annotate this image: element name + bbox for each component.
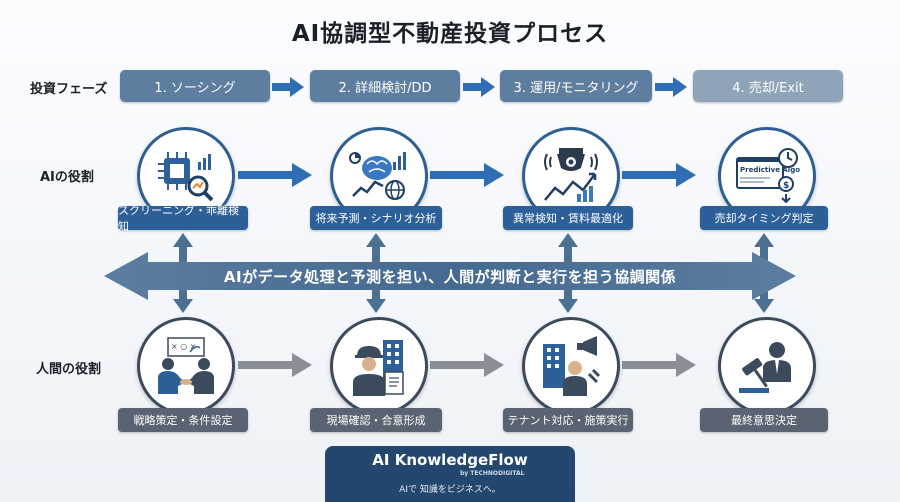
- human-role-circle-1: × ○ ×: [137, 317, 235, 415]
- phase-box-sourcing: 1. ソーシング: [120, 70, 270, 102]
- human-arrow-3: [622, 353, 696, 377]
- phase-arrow-3: [655, 77, 687, 97]
- worker-building-icon: [353, 340, 404, 396]
- predictive-algorithm-icon: Predictive Algorithm $: [736, 148, 800, 204]
- ai-arrow-1: [238, 163, 312, 187]
- brand-logo: AI KnowledgeFlow: [372, 451, 528, 469]
- human-role-label-4: 最終意思決定: [700, 408, 828, 432]
- ai-arrow-2: [430, 163, 504, 187]
- chip-magnifier-icon: [158, 152, 214, 202]
- svg-text:× ○ ×: × ○ ×: [171, 342, 196, 351]
- phase-box-operation: 3. 運用/モニタリング: [500, 70, 652, 102]
- collaboration-text: AIがデータ処理と予測を担い、人間が判断と実行を担う協調関係: [223, 267, 677, 286]
- page-title: AI協調型不動産投資プロセス: [291, 21, 609, 47]
- phase-arrow-1: [272, 77, 304, 97]
- human-row-arrows: [238, 353, 696, 377]
- footer-banner: [325, 446, 575, 502]
- ai-role-label-1: スクリーニング・乖離検知: [118, 204, 248, 233]
- human-role-circle-3: [522, 317, 620, 415]
- human-role-circle-4: [718, 317, 816, 415]
- collaboration-band: [104, 252, 796, 300]
- human-role-label-3: テナント対応・施策実行: [503, 408, 633, 432]
- phase-arrows: [272, 77, 687, 97]
- human-arrow-2: [430, 353, 504, 377]
- svg-text:$: $: [783, 181, 789, 191]
- ai-arrow-3: [622, 163, 696, 187]
- ai-role-label-4: 売却タイミング判定: [700, 206, 828, 230]
- human-role-label-1: 戦略策定・条件設定: [118, 408, 248, 432]
- row-label-human: 人間の役割: [36, 362, 102, 377]
- human-role-circle-2: [330, 317, 428, 415]
- brain-globe-chart-icon: [349, 152, 406, 200]
- phase-box-exit: 4. 売却/Exit: [693, 70, 843, 102]
- brand-subtitle: by TECHNODIGITAL: [460, 470, 525, 477]
- camera-trend-icon: [544, 148, 598, 202]
- row-label-phases: 投資フェーズ: [30, 82, 108, 97]
- ai-role-label-2: 将来予測・シナリオ分析: [310, 206, 442, 230]
- human-arrow-1: [238, 353, 312, 377]
- predictive-label: Predictive Algorithm: [740, 166, 800, 174]
- ai-row-arrows: [238, 163, 696, 187]
- tenant-megaphone-icon: [543, 336, 601, 396]
- footer-tagline: AIで 知識をビジネスへ。: [399, 485, 501, 495]
- human-role-label-2: 現場確認・合意形成: [310, 408, 442, 432]
- phase-box-dd: 2. 詳細検討/DD: [310, 70, 460, 102]
- row-label-ai: AIの役割: [40, 170, 94, 185]
- ai-role-label-3: 異常検知・賃料最適化: [503, 206, 633, 230]
- handshake-strategy-icon: × ○ ×: [158, 337, 214, 394]
- phase-arrow-2: [463, 77, 495, 97]
- gavel-decision-icon: [739, 342, 791, 393]
